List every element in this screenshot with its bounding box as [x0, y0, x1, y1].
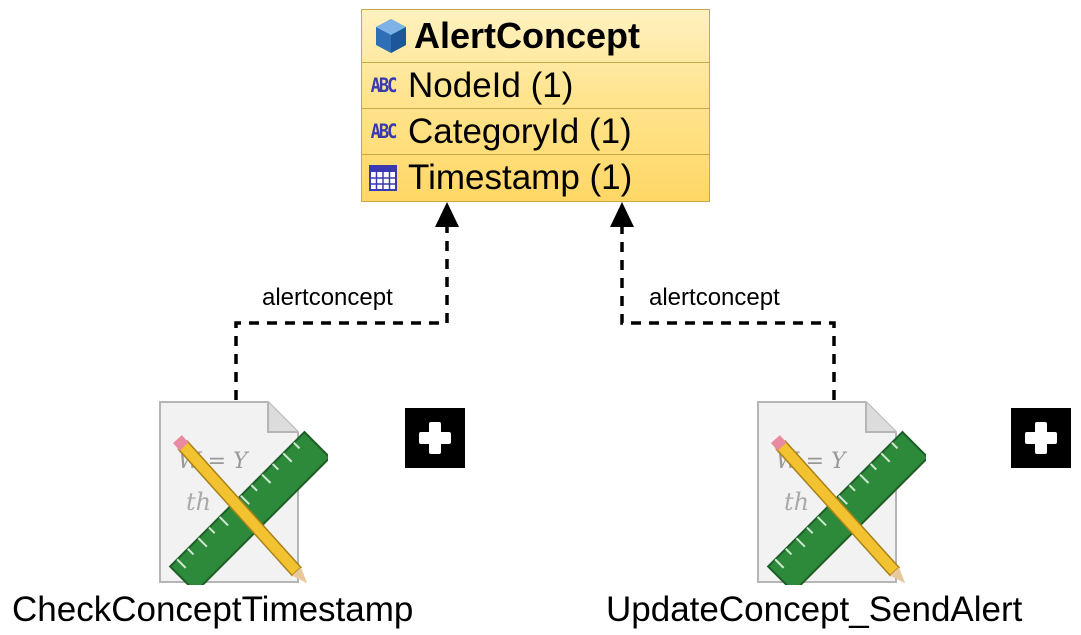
attribute-row-nodeid[interactable]: ABC NodeId (1): [362, 63, 709, 109]
formula-document-icon[interactable]: W = Y th: [158, 400, 328, 585]
concept-title: AlertConcept: [414, 15, 641, 56]
expand-button-right[interactable]: [1011, 408, 1071, 468]
plus-icon: [419, 422, 451, 454]
formula-document-icon[interactable]: W = Y th: [756, 400, 926, 585]
calendar-type-icon: [364, 165, 402, 191]
attribute-label: CategoryId (1): [408, 111, 632, 151]
attribute-label: NodeId (1): [408, 65, 574, 105]
svg-text:th: th: [784, 488, 809, 516]
alert-concept-box[interactable]: AlertConcept ABC NodeId (1) ABC Category…: [361, 9, 710, 202]
attribute-row-categoryid[interactable]: ABC CategoryId (1): [362, 109, 709, 155]
concept-title-row: AlertConcept: [362, 10, 709, 63]
plus-icon: [1025, 422, 1057, 454]
expand-button-left[interactable]: [405, 408, 465, 468]
edge-check-to-concept[interactable]: [234, 202, 459, 400]
concept-cube-icon: [376, 19, 406, 53]
arrowhead-right: [610, 202, 634, 227]
attribute-row-timestamp[interactable]: Timestamp (1): [362, 155, 709, 201]
edge-label-right: alertconcept: [649, 284, 780, 311]
text-type-icon: ABC: [370, 120, 398, 143]
edge-label-left: alertconcept: [262, 284, 393, 311]
edge-update-to-concept[interactable]: [610, 202, 836, 400]
text-type-icon: ABC: [370, 74, 398, 97]
arrowhead-left: [435, 202, 459, 227]
attribute-label: Timestamp (1): [408, 158, 633, 197]
node-label-right: UpdateConcept_SendAlert: [606, 590, 1023, 629]
node-label-left: CheckConceptTimestamp: [12, 590, 414, 629]
svg-text:th: th: [186, 488, 211, 516]
